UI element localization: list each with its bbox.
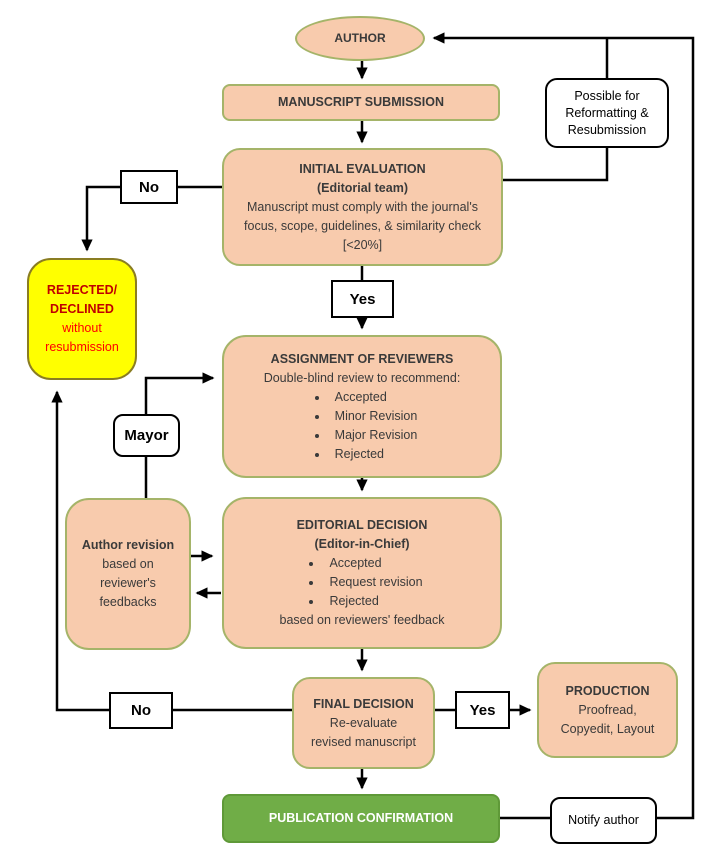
assignment-of-reviewers-node: ASSIGNMENT OF REVIEWERS Double-blind rev… xyxy=(222,335,502,478)
rejected-declined-node: REJECTED/ DECLINED without resubmission xyxy=(27,258,137,380)
production-body-2: Copyedit, Layout xyxy=(560,721,655,736)
final-decision-body-1: Re-evaluate xyxy=(329,715,398,730)
rejected-title-2: DECLINED xyxy=(50,302,114,316)
rejected-title-1: REJECTED/ xyxy=(46,283,118,297)
possible-resubmission-line3: Resubmission xyxy=(567,122,647,137)
no-label-final-text: No xyxy=(131,702,151,719)
author-node: AUTHOR xyxy=(295,16,425,61)
final-decision-node: FINAL DECISION Re-evaluate revised manus… xyxy=(292,677,435,769)
mayor-label: Mayor xyxy=(113,414,180,457)
production-node: PRODUCTION Proofread, Copyedit, Layout xyxy=(537,662,678,758)
manuscript-submission-label: MANUSCRIPT SUBMISSION xyxy=(278,95,444,109)
editorial-decision-subtitle: (Editor-in-Chief) xyxy=(314,537,410,551)
assignment-bullet-list: Accepted Minor Revision Major Revision R… xyxy=(307,388,418,464)
editorial-bullet-accepted: Accepted xyxy=(323,554,422,573)
assignment-subtitle: Double-blind review to recommend: xyxy=(263,370,461,385)
initial-evaluation-subtitle: (Editorial team) xyxy=(317,180,408,195)
yes-label-final: Yes xyxy=(455,691,510,729)
publication-confirmation-node: PUBLICATION CONFIRMATION xyxy=(222,794,500,843)
editorial-decision-title: EDITORIAL DECISION xyxy=(296,518,428,532)
editorial-bullet-list: Accepted Request revision Rejected xyxy=(301,554,422,611)
final-decision-title: FINAL DECISION xyxy=(313,696,414,711)
manuscript-submission-node: MANUSCRIPT SUBMISSION xyxy=(222,84,500,121)
possible-resubmission-line1: Possible for xyxy=(574,88,640,103)
initial-evaluation-body-3: [<20%] xyxy=(342,237,383,252)
final-decision-body-2: revised manuscript xyxy=(311,734,416,749)
production-title: PRODUCTION xyxy=(565,683,650,698)
mayor-label-text: Mayor xyxy=(124,427,169,444)
rejected-body-1: without xyxy=(62,321,102,335)
publication-confirmation-label: PUBLICATION CONFIRMATION xyxy=(268,811,454,825)
author-revision-body-2: reviewer's xyxy=(100,576,156,590)
author-label: AUTHOR xyxy=(334,31,386,45)
assignment-bullet-major: Major Revision xyxy=(329,426,418,445)
yes-label-initial-text: Yes xyxy=(349,290,376,308)
editorial-decision-node: EDITORIAL DECISION (Editor-in-Chief) Acc… xyxy=(222,497,502,649)
no-label-final: No xyxy=(109,692,173,729)
author-revision-body-3: feedbacks xyxy=(99,595,157,609)
initial-evaluation-title: INITIAL EVALUATION xyxy=(299,161,426,176)
edge-final-no-to-rejected xyxy=(51,390,293,712)
notify-author-label: Notify author xyxy=(568,813,639,827)
initial-evaluation-body-2: focus, scope, guidelines, & similarity c… xyxy=(244,218,481,233)
author-revision-title: Author revision xyxy=(81,538,175,552)
initial-evaluation-body-1: Manuscript must comply with the journal'… xyxy=(247,199,478,214)
assignment-bullet-accepted: Accepted xyxy=(329,388,418,407)
possible-resubmission-line2: Reformatting & xyxy=(565,105,649,120)
no-label-initial: No xyxy=(120,170,178,204)
production-body-1: Proofread, xyxy=(578,702,637,717)
edge-mayor-to-assignment xyxy=(144,372,215,500)
initial-evaluation-node: INITIAL EVALUATION (Editorial team) Manu… xyxy=(222,148,503,266)
possible-resubmission-node: Possible for Reformatting & Resubmission xyxy=(545,78,669,148)
notify-author-node: Notify author xyxy=(550,797,657,844)
assignment-bullet-minor: Minor Revision xyxy=(329,407,418,426)
yes-label-initial: Yes xyxy=(331,280,394,318)
author-revision-body-1: based on xyxy=(102,557,154,571)
edge-notify-to-author xyxy=(432,32,695,820)
no-label-initial-text: No xyxy=(139,178,159,196)
assignment-bullet-rejected: Rejected xyxy=(329,445,418,464)
editorial-decision-footer: based on reviewers' feedback xyxy=(279,613,445,627)
editorial-bullet-request: Request revision xyxy=(323,573,422,592)
yes-label-final-text: Yes xyxy=(469,701,496,719)
assignment-title: ASSIGNMENT OF REVIEWERS xyxy=(270,351,454,366)
rejected-body-2: resubmission xyxy=(45,340,119,354)
author-revision-node: Author revision based on reviewer's feed… xyxy=(65,498,191,650)
editorial-bullet-rejected: Rejected xyxy=(323,592,422,611)
